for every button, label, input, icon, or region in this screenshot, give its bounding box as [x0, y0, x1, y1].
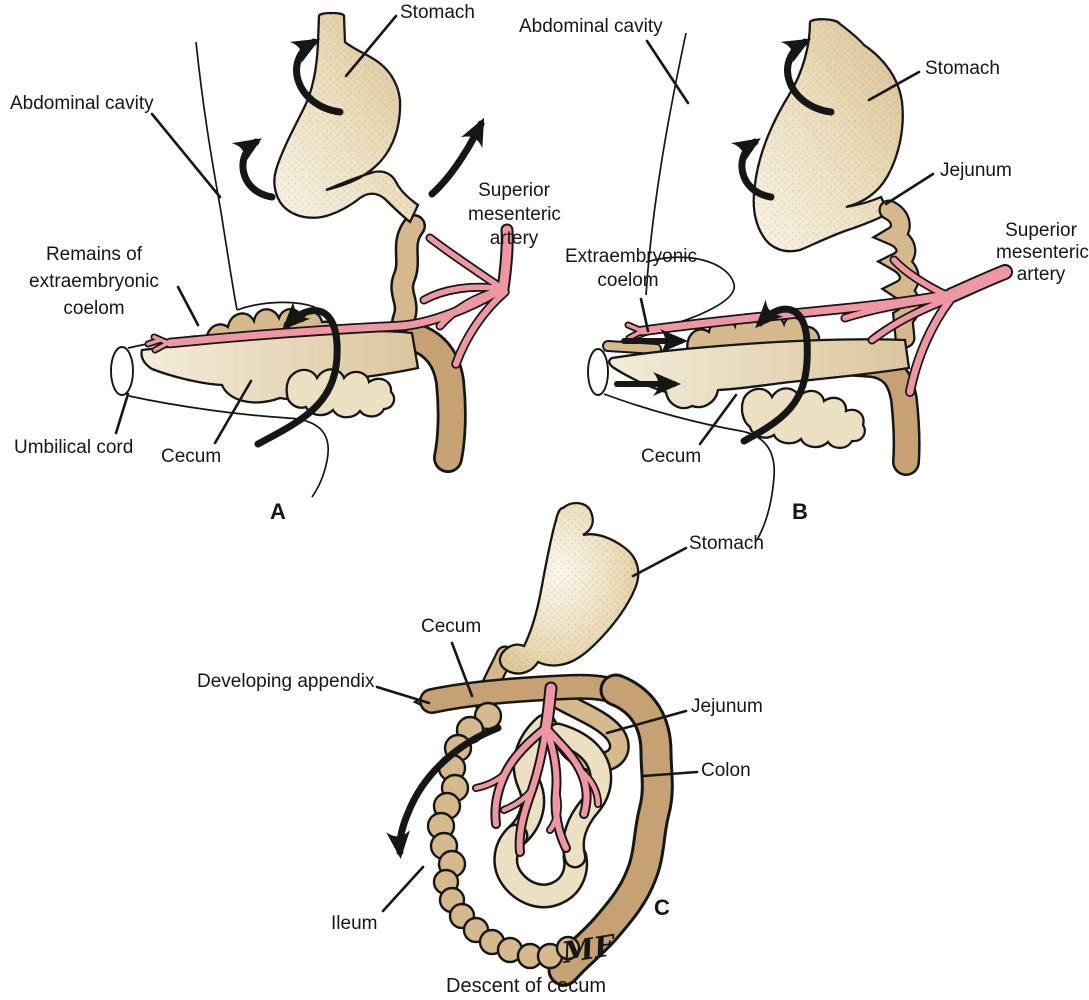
superior-mesenteric-artery-a — [144, 223, 514, 369]
colon-a — [402, 323, 467, 473]
panel-letter-b: B — [792, 499, 808, 524]
leader-lines-c — [375, 546, 699, 913]
rotation-arrow-a-upper — [289, 38, 344, 116]
umbilical-cord-ring-b — [587, 348, 609, 396]
label-ileum-c: Ileum — [331, 913, 378, 934]
rotation-arrow-a-lower — [231, 138, 276, 201]
label-sma-b-line3: artery — [1016, 264, 1066, 285]
panel-c-artwork — [375, 501, 699, 987]
label-cecum-c: Cecum — [421, 616, 482, 637]
label-abdominal-cavity-a: Abdominal cavity — [10, 93, 154, 114]
rotation-arrows-b — [614, 38, 835, 445]
stomach-shape-b — [752, 18, 904, 253]
rotation-arrow-b-upper — [780, 38, 835, 116]
label-stomach-c: Stomach — [689, 533, 764, 554]
leader-lines-b — [639, 39, 935, 446]
label-umbilical-cord-a: Umbilical cord — [14, 437, 134, 458]
label-remains-line2: extraembryonic coelom — [29, 271, 159, 319]
label-coelom-b-line1: Extraembryonic — [565, 246, 697, 267]
rotation-arrow-a-right — [428, 117, 485, 198]
leader-lines-a — [114, 14, 398, 445]
label-jejunum-c: Jejunum — [691, 696, 763, 717]
label-sma-a-line3: artery — [489, 228, 539, 249]
panel-letter-c: C — [654, 895, 670, 920]
colon-c — [547, 673, 674, 987]
stomach-shape-c — [498, 501, 640, 675]
label-sma-a-line2: mesenteric — [468, 204, 561, 225]
label-coelom-b-line2: coelom — [597, 270, 659, 291]
descent-arrow-c — [386, 724, 502, 859]
label-sma-a-line1: Superior — [478, 180, 550, 201]
label-sma-b-line2: mesenteric — [996, 242, 1089, 263]
stomach-shape-a — [273, 11, 420, 224]
label-colon-c: Colon — [701, 760, 751, 781]
label-cecum-a: Cecum — [161, 446, 222, 467]
rotation-arrows-a — [231, 38, 485, 448]
label-abdominal-cavity-b: Abdominal cavity — [519, 16, 663, 37]
label-cecum-b: Cecum — [641, 446, 702, 467]
umbilical-cord-ring-a — [110, 346, 134, 396]
panel-a-artwork — [110, 11, 514, 498]
gut-stub-b — [602, 340, 662, 355]
label-remains-line1: Remains of — [45, 244, 143, 265]
superior-mesenteric-artery-c — [472, 681, 602, 857]
rotation-arrow-a-midgut-loop — [254, 301, 341, 448]
label-remains-extraembryonic-coelom-a: Remains of extraembryonic coelom — [4, 241, 184, 322]
label-extraembryonic-coelom-b: Extraembryonic coelom — [565, 245, 697, 293]
label-developing-appendix-c: Developing appendix — [197, 671, 375, 692]
panel-letter-a: A — [270, 499, 286, 524]
superior-mesenteric-artery-b — [624, 255, 1013, 397]
rotation-arrow-b-midgut-loop — [740, 299, 811, 445]
label-stomach-a: Stomach — [400, 2, 475, 23]
label-superior-mesenteric-artery-a: Superior mesenteric artery — [468, 179, 561, 251]
figure-caption: Descent of cecum — [446, 975, 607, 997]
panel-b-artwork — [587, 18, 1013, 541]
label-superior-mesenteric-artery-b: Superior mesenteric artery — [996, 220, 1089, 286]
label-stomach-b: Stomach — [925, 58, 1000, 79]
label-jejunum-b: Jejunum — [940, 160, 1012, 181]
midgut-lower-loops-a — [285, 368, 396, 419]
label-sma-b-line1: Superior — [1005, 220, 1077, 241]
rotation-arrow-b-lower — [730, 138, 775, 201]
